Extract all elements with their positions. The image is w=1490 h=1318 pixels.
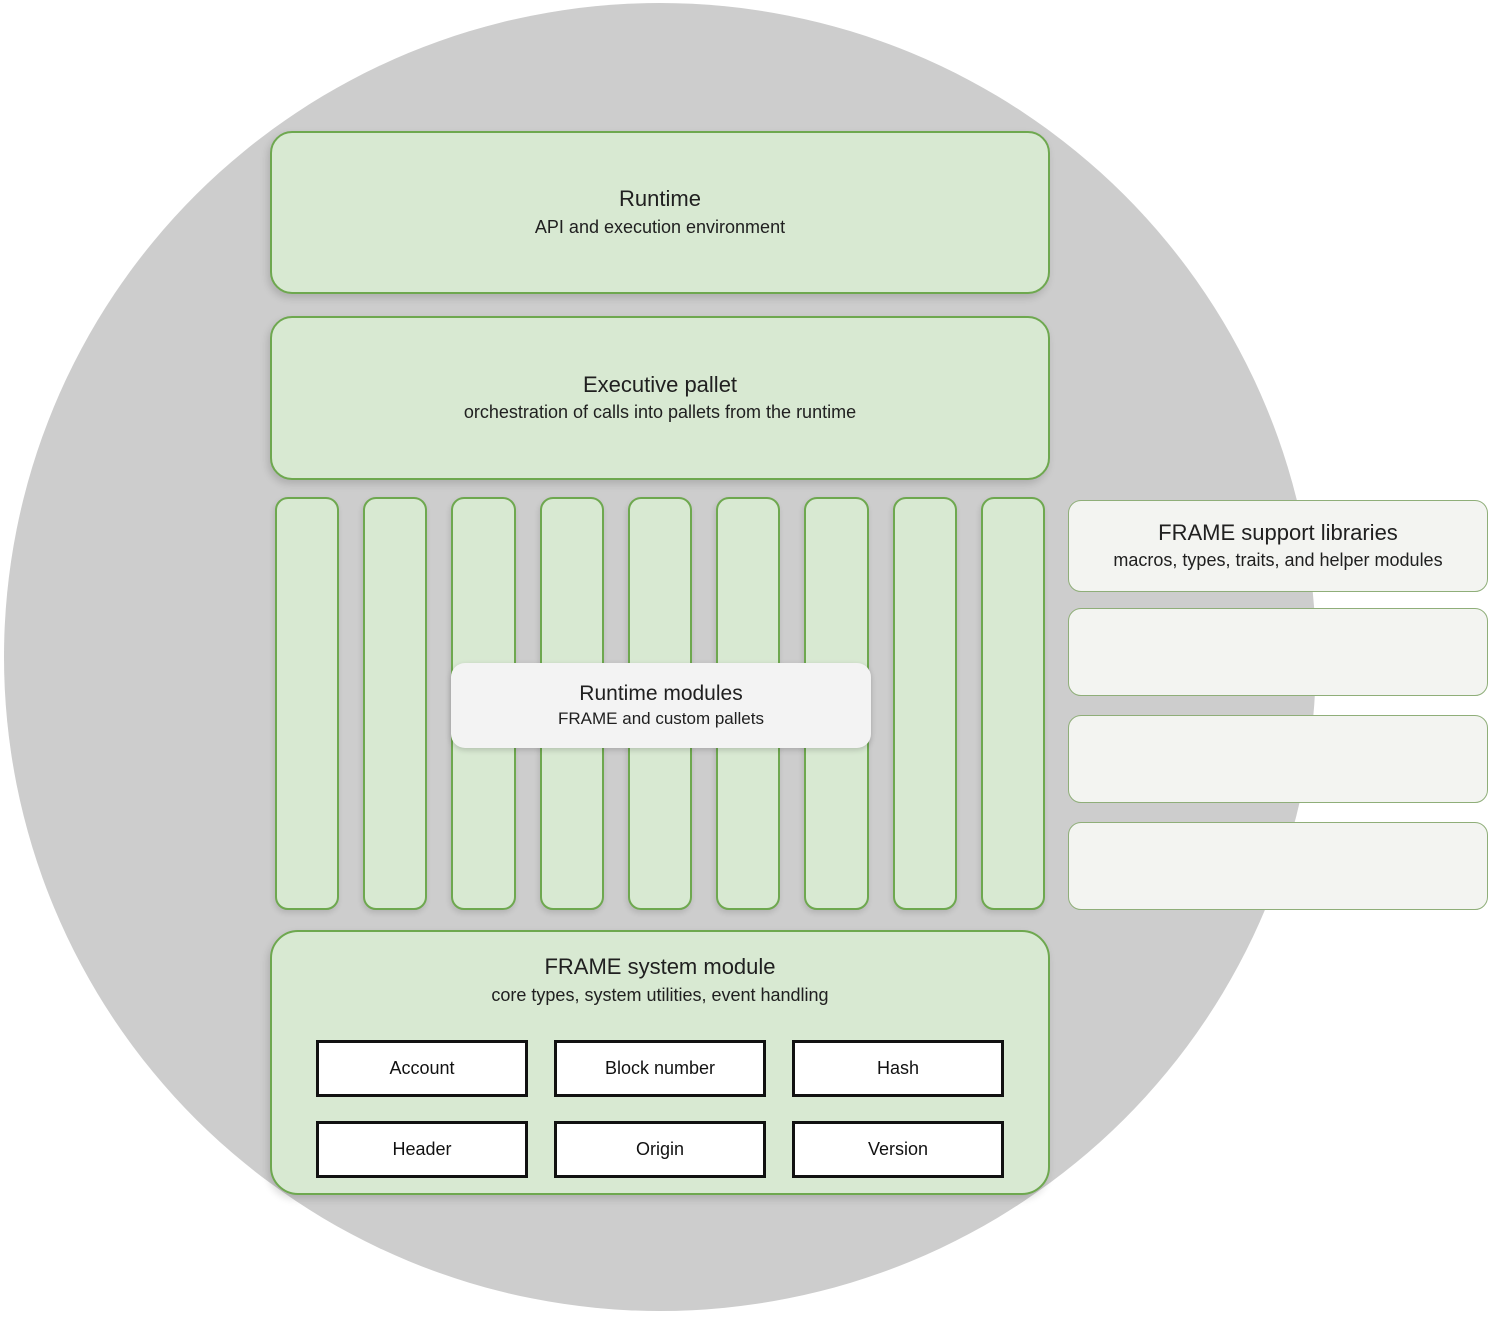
runtime-subtitle: API and execution environment [534,216,786,237]
support-library-placeholder-3 [1068,822,1488,910]
support-library-placeholders [1068,608,1488,910]
runtime-modules-label-box: Runtime modules FRAME and custom pallets [451,663,871,748]
runtime-module-bar-1 [275,497,340,910]
frame-support-libraries-subtitle: macros, types, traits, and helper module… [1113,550,1443,571]
system-component-origin: Origin [554,1120,766,1178]
runtime-modules-title: Runtime modules [579,681,743,705]
system-component-block-number: Block number [554,1039,766,1097]
support-library-placeholder-1 [1068,608,1488,696]
frame-system-module-box: FRAME system module core types, system u… [270,930,1050,1195]
executive-pallet-title: Executive pallet [582,371,738,397]
executive-pallet-subtitle: orchestration of calls into pallets from… [463,402,857,423]
frame-system-module-title: FRAME system module [544,954,776,979]
system-component-header: Header [316,1120,528,1178]
system-component-version: Version [792,1120,1004,1178]
runtime-title: Runtime [619,186,701,212]
executive-pallet-box: Executive pallet orchestration of calls … [270,316,1050,480]
runtime-box: Runtime API and execution environment [270,131,1050,294]
frame-support-libraries-title: FRAME support libraries [1158,519,1398,545]
frame-system-module-subtitle: core types, system utilities, event hand… [491,984,829,1005]
runtime-module-bar-9 [980,497,1045,910]
system-component-hash: Hash [792,1039,1004,1097]
runtime-modules-subtitle: FRAME and custom pallets [558,708,764,728]
system-component-account: Account [316,1039,528,1097]
runtime-module-bar-2 [363,497,428,910]
frame-support-libraries-box: FRAME support libraries macros, types, t… [1068,500,1488,592]
runtime-module-bar-8 [892,497,957,910]
support-library-placeholder-2 [1068,715,1488,803]
